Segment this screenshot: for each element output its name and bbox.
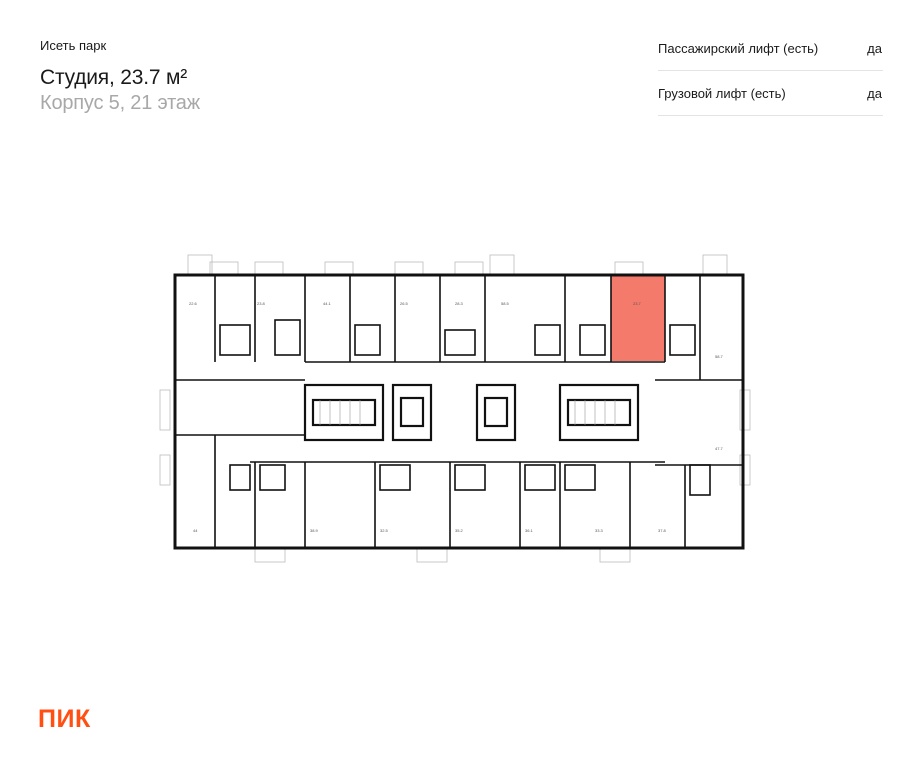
room-area: 44.1 (323, 301, 332, 306)
room-area: 33.3 (595, 528, 604, 533)
pik-logo: ПИК (38, 705, 91, 733)
room-area: 58.5 (501, 301, 510, 306)
room-area: 26.5 (400, 301, 409, 306)
spec-value: да (867, 86, 882, 101)
room-area: 23.7 (633, 301, 642, 306)
spec-row-passenger-lift: Пассажирский лифт (есть) да (658, 30, 883, 71)
room-area: 37.8 (658, 528, 667, 533)
stair-treads (319, 400, 616, 425)
room-area: 32.5 (380, 528, 389, 533)
room-area: 28.3 (455, 301, 464, 306)
complex-name: Исеть парк (40, 38, 107, 53)
outer-walls (173, 273, 745, 550)
spec-label: Пассажирский лифт (есть) (658, 41, 819, 56)
room-area: 36.1 (525, 528, 534, 533)
spec-label: Грузовой лифт (есть) (658, 86, 786, 101)
room-area: 58.7 (715, 354, 724, 359)
specs-list: Пассажирский лифт (есть) да Грузовой лиф… (658, 30, 883, 116)
room-area: 47.7 (715, 446, 724, 451)
room-area: 44 (193, 528, 198, 533)
apartment-subtitle: Корпус 5, 21 этаж (40, 92, 200, 114)
selected-apartment[interactable] (611, 275, 665, 361)
room-area: 38.9 (310, 528, 319, 533)
apartment-title: Студия, 23.7 м² (40, 66, 187, 89)
floor-plan: 22.6 23.8 44.1 26.5 28.3 58.5 23.7 58.7 … (155, 250, 755, 575)
building-core (303, 383, 640, 442)
interior-walls (175, 275, 743, 548)
room-area: 23.8 (257, 301, 266, 306)
room-labels-top: 22.6 23.8 44.1 26.5 28.3 58.5 23.7 58.7 … (189, 301, 724, 451)
room-labels-bottom: 44 38.9 32.5 35.2 36.1 33.3 37.8 (193, 528, 667, 533)
floor-plan-drawing: 22.6 23.8 44.1 26.5 28.3 58.5 23.7 58.7 … (159, 254, 751, 563)
spec-value: да (867, 41, 882, 56)
room-area: 22.6 (189, 301, 198, 306)
spec-row-freight-lift: Грузовой лифт (есть) да (658, 71, 883, 116)
room-area: 35.2 (455, 528, 464, 533)
